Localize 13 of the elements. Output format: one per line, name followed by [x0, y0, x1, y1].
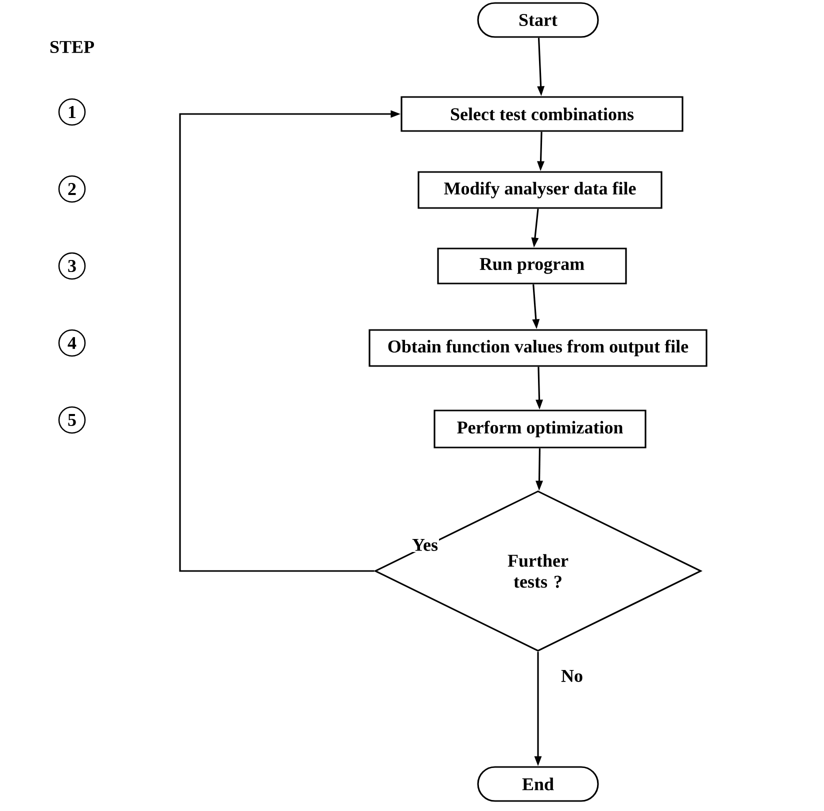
step-number: 1 — [58, 98, 86, 126]
process-box: Obtain function values from output file — [368, 329, 708, 367]
process-box: Modify analyser data file — [418, 171, 662, 209]
step-number: 3 — [58, 252, 86, 280]
process-box: Select test combinations — [400, 96, 684, 132]
edge-label: No — [560, 669, 584, 683]
process-box: Run program — [437, 248, 627, 284]
step-heading: STEP — [50, 40, 94, 54]
process-box: Perform optimization — [434, 410, 646, 448]
edge-label: Yes — [411, 538, 439, 552]
step-number: 2 — [58, 175, 86, 203]
step-number: 4 — [58, 329, 86, 357]
step-number: 5 — [58, 406, 86, 434]
